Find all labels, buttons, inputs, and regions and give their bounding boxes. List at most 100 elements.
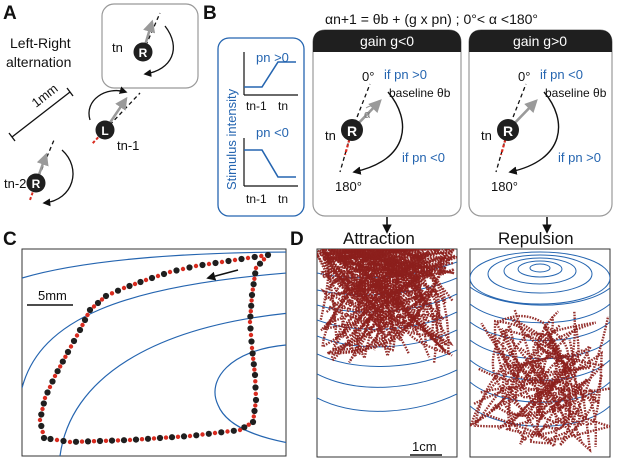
gain-positive-180deg: 180° xyxy=(491,179,518,194)
gain-negative-top-condition: if pn >0 xyxy=(384,67,427,82)
trajectory-trail xyxy=(495,309,585,426)
trajectory-dot xyxy=(132,436,140,443)
gain-positive-tn: tn xyxy=(481,128,492,143)
trajectory-dot xyxy=(248,338,255,345)
trajectory-trail xyxy=(473,324,561,428)
panel-c: C 5mm xyxy=(3,229,287,457)
trajectory-dot xyxy=(250,287,255,292)
trajectory-dot xyxy=(256,260,264,267)
attraction-trajectories xyxy=(317,249,457,364)
trajectory-trail xyxy=(383,249,450,356)
gain-positive-r: R xyxy=(503,123,513,139)
trajectory-dot xyxy=(91,439,97,444)
trajectory-dot xyxy=(247,313,254,320)
trajectory-dot xyxy=(59,358,66,365)
trajectory-dot xyxy=(102,292,110,300)
direction-arrow xyxy=(206,269,239,281)
trajectory-dot xyxy=(60,437,67,445)
trajectory-dot xyxy=(249,418,257,426)
trajectory-dot xyxy=(193,432,200,439)
trajectory-dot xyxy=(167,269,173,275)
trajectory-dot xyxy=(85,312,90,318)
trajectory-dot xyxy=(127,437,133,443)
trajectory-dot xyxy=(91,304,97,309)
tick-tn-bottom: tn xyxy=(278,192,288,206)
trajectory-dot xyxy=(264,251,272,259)
trajectory-trail xyxy=(558,316,610,447)
trajectory-dot xyxy=(37,417,43,423)
trajectory-trail xyxy=(335,254,416,361)
stimulus-neg-graph: pn <0 tn-1 tn xyxy=(243,125,298,206)
panel-a-label: A xyxy=(3,3,17,24)
trajectory-dot xyxy=(126,282,133,290)
gain-positive-0deg: 0° xyxy=(518,69,530,84)
trajectory-dot xyxy=(42,395,48,401)
trajectory-dot xyxy=(253,391,258,396)
gain-positive-bottom-condition: if pn >0 xyxy=(558,150,601,165)
repulsion-frame xyxy=(469,248,611,458)
trajectory-dot xyxy=(232,257,238,263)
label-tn: tn xyxy=(112,40,123,55)
trajectory-dot xyxy=(218,429,225,436)
trajectory-dot xyxy=(253,265,259,271)
trajectory-dot xyxy=(200,432,205,437)
trajectory-trail xyxy=(323,250,431,301)
trajectory-dot xyxy=(261,257,267,262)
trajectory-dot xyxy=(250,361,257,368)
trajectory-trail xyxy=(322,249,448,355)
trajectory-dot xyxy=(251,356,256,361)
tick-tn-1-bottom: tn-1 xyxy=(246,192,267,206)
trajectory-dot xyxy=(47,435,54,443)
trajectory-dot xyxy=(206,261,212,267)
trajectory-dot xyxy=(259,253,264,259)
trajectory-dot xyxy=(248,302,255,309)
trajectory-dot xyxy=(251,407,258,415)
trajectory-dot xyxy=(40,434,48,442)
trajectory-dot xyxy=(252,276,257,281)
trajectory-dot xyxy=(40,406,45,412)
trajectory-dot xyxy=(120,437,128,444)
trajectory-dot xyxy=(246,422,251,427)
repulsion-title: Repulsion xyxy=(498,229,574,248)
panel-d: D Attraction Repulsion 1cm xyxy=(290,229,611,458)
trajectory-dot xyxy=(70,337,78,345)
trajectory-dot xyxy=(252,367,257,372)
trajectory-dot xyxy=(249,350,256,357)
trajectory-dot xyxy=(241,424,248,431)
current-step-box xyxy=(101,3,199,89)
trajectory-dot xyxy=(230,427,237,434)
trajectory-dot xyxy=(74,333,80,338)
trajectory-trail xyxy=(339,257,434,357)
alternation-title-line1: Left-Right xyxy=(10,35,71,51)
gain-negative-baseline: baseline θb xyxy=(389,86,451,100)
trajectory-trail xyxy=(470,327,579,430)
trajectory-dot xyxy=(76,326,84,334)
trajectory-dot xyxy=(219,259,225,265)
trajectory-trail xyxy=(340,249,400,352)
scale-bar-1mm: 1mm xyxy=(8,81,74,142)
panel-a: A Left-Right alternation 1mm R tn L xyxy=(3,3,199,207)
trajectory-dot xyxy=(248,332,254,338)
trajectory-dot xyxy=(251,253,258,261)
trajectory-dot xyxy=(251,414,256,419)
trajectory-dot xyxy=(249,345,255,351)
trajectory-dot xyxy=(139,437,145,442)
scale-bar-1mm-label: 1mm xyxy=(29,81,61,111)
trajectory-dot xyxy=(44,389,51,396)
stimulus-box xyxy=(217,37,305,217)
trajectory-dot xyxy=(103,438,109,443)
trajectory-trail xyxy=(351,254,454,304)
gain-positive-top-condition: if pn <0 xyxy=(540,67,583,82)
gain-positive-header: gain g>0 xyxy=(513,33,567,49)
trajectory-c xyxy=(37,251,272,445)
trajectory-dot xyxy=(163,435,169,440)
gain-negative-alpha: α xyxy=(364,109,371,121)
trajectory-trail xyxy=(493,319,586,437)
trajectory-dot xyxy=(108,437,116,444)
trajectory-dot xyxy=(54,368,61,375)
trajectory-trail xyxy=(532,342,590,410)
trajectory-dot xyxy=(225,257,232,265)
trajectory-dot xyxy=(187,433,193,439)
gain-equation: αn+1 = θb + (g x pn) ; 0°< α <180° xyxy=(325,11,538,27)
animal-r-tn: R tn xyxy=(112,12,175,77)
